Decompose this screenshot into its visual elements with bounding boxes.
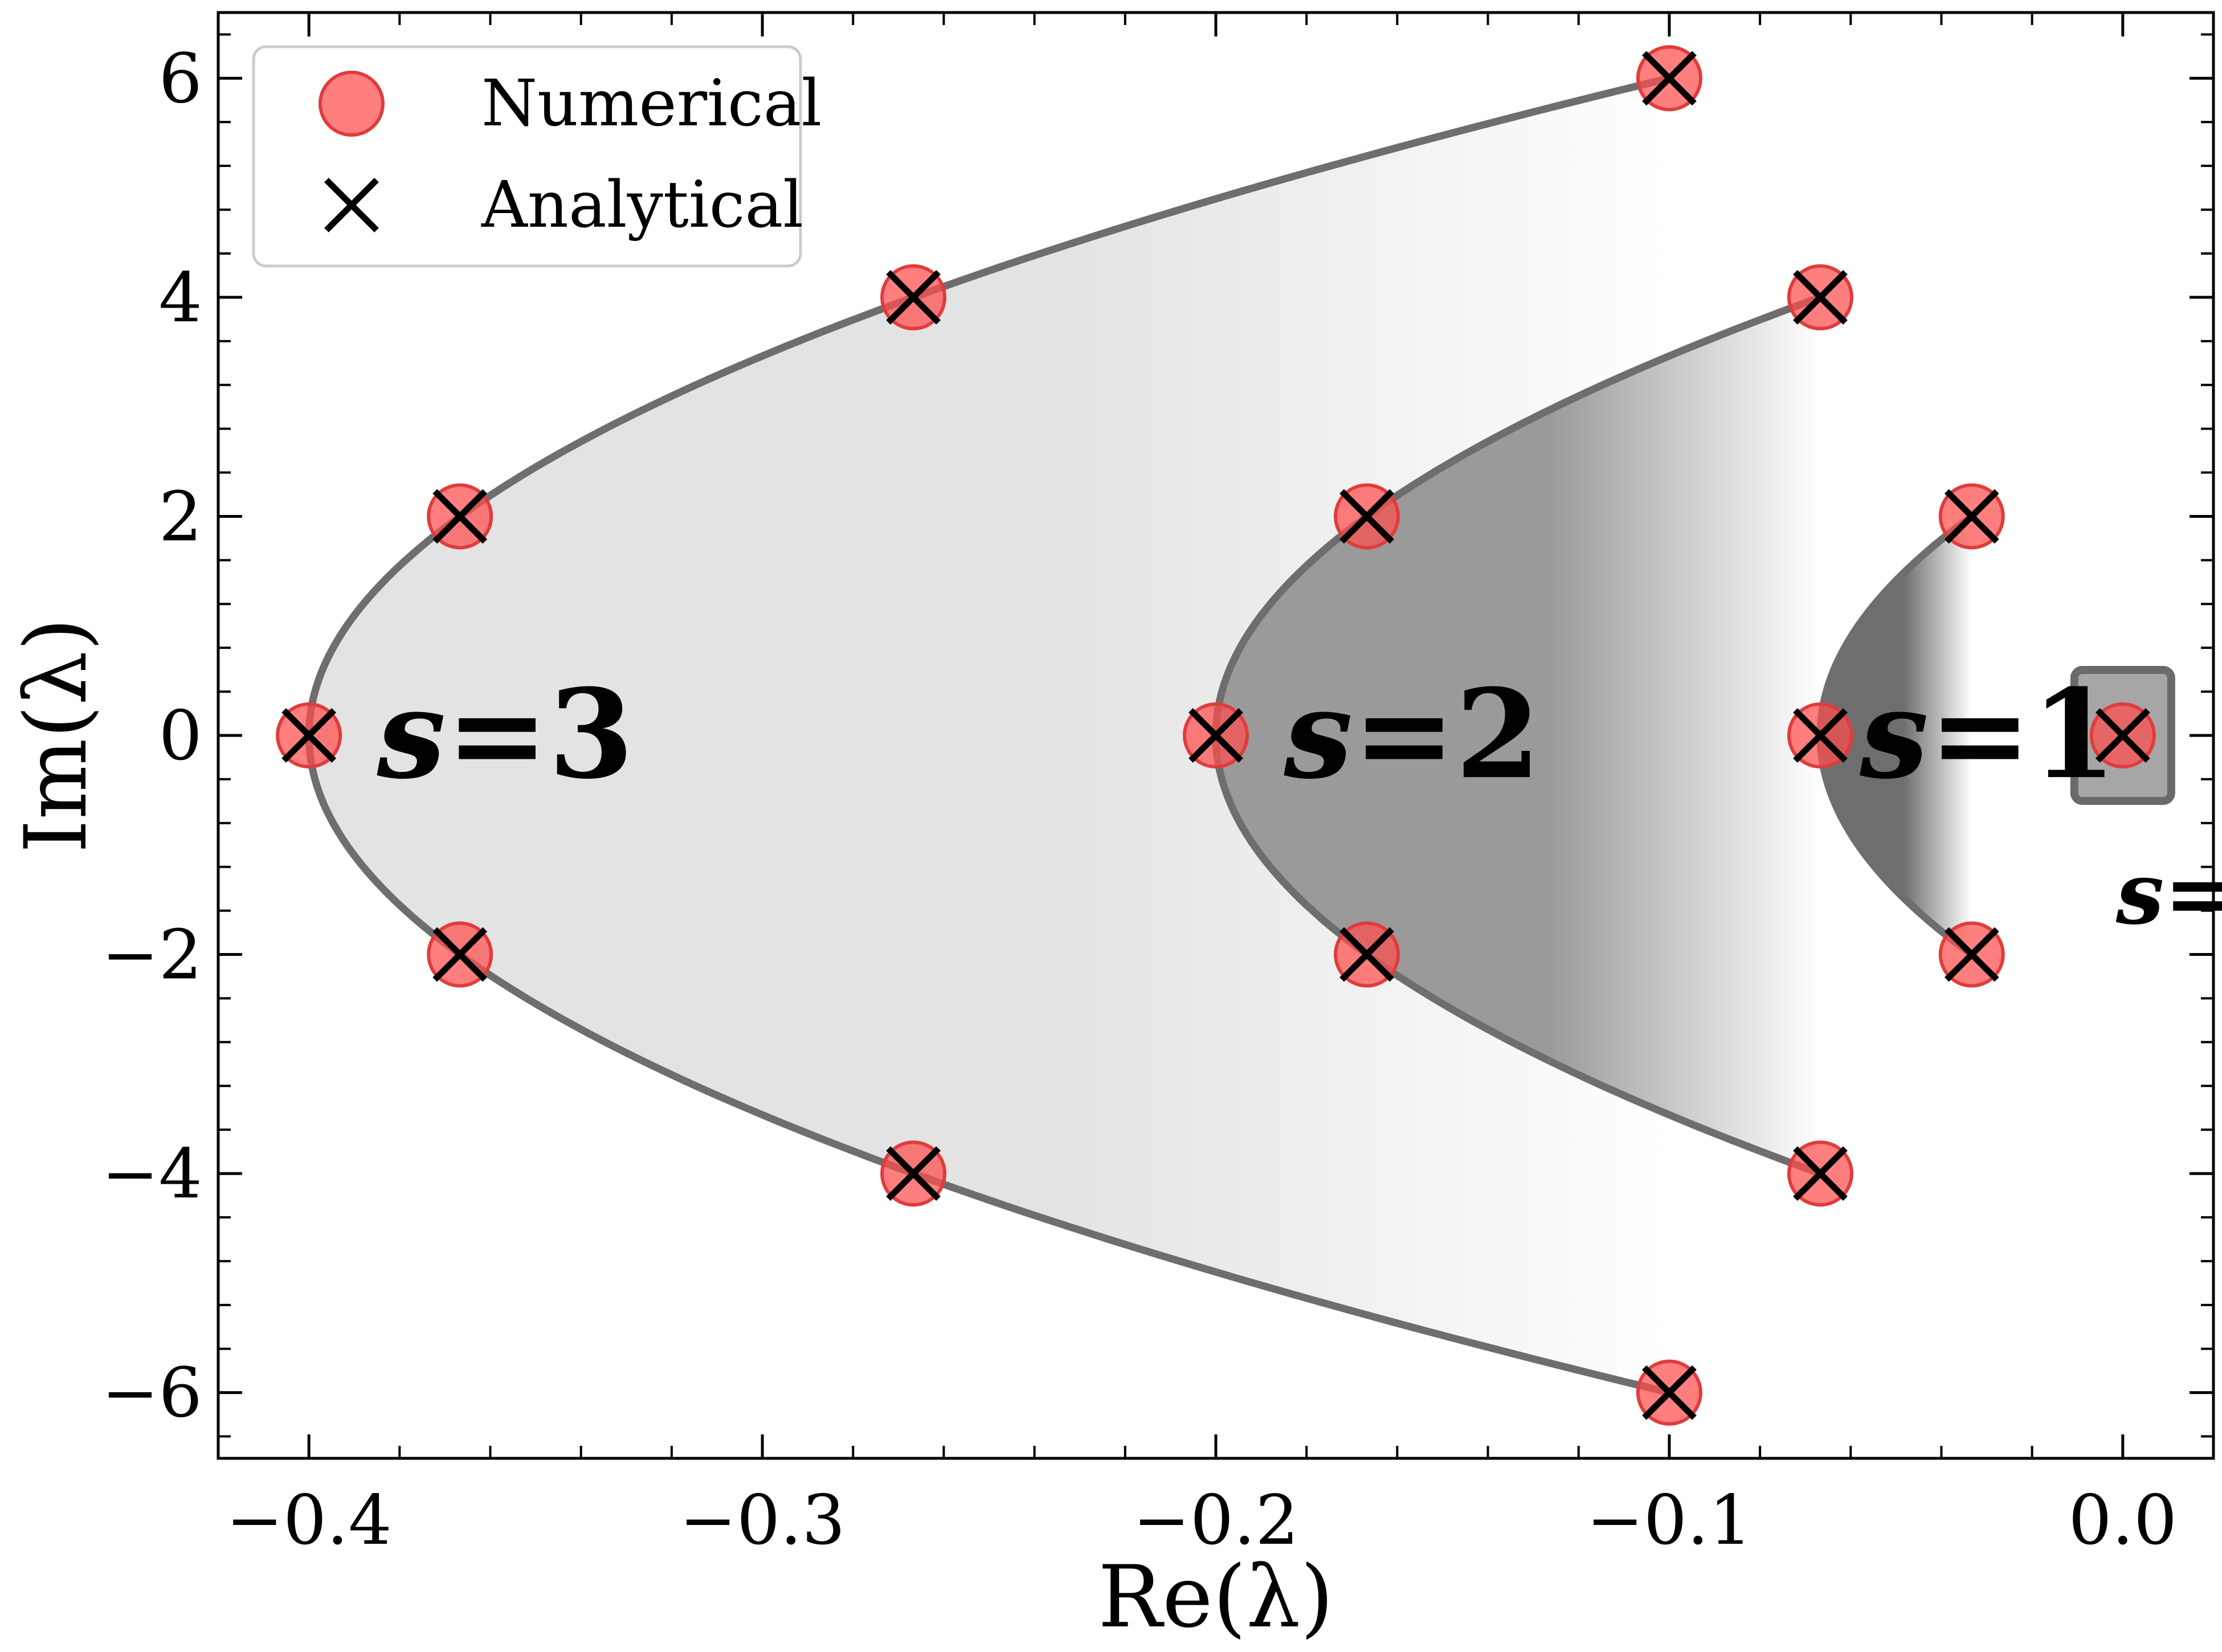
y-tick-label: −2 [101, 916, 202, 995]
annotation-eq: =1 [1929, 662, 2117, 806]
analytical-point [1339, 927, 1394, 982]
analytical-point [1793, 270, 1848, 325]
analytical-point [281, 708, 337, 763]
analytical-point [886, 270, 941, 325]
analytical-point [1793, 1146, 1848, 1201]
s-annotations: s=3s=2s=1s=0 [377, 662, 2222, 944]
y-tick-label: 4 [159, 259, 202, 338]
x-stroke [1944, 489, 1999, 544]
y-tick-label: 6 [159, 39, 202, 118]
analytical-point [1642, 51, 1697, 106]
x-axis-title: Re(λ) [1098, 1548, 1334, 1647]
x-stroke [1642, 1365, 1697, 1420]
x-stroke [432, 489, 488, 544]
legend-marker-numerical [318, 71, 385, 137]
analytical-point [1944, 927, 1999, 982]
analytical-point [432, 489, 488, 544]
x-stroke [1642, 51, 1697, 106]
y-tick-label: −4 [101, 1135, 202, 1214]
y-axis-title: Im(λ) [7, 618, 106, 853]
annotation-eq: =3 [446, 662, 634, 806]
x-tick-label: −0.4 [226, 1481, 391, 1560]
legend-label: Analytical [481, 168, 803, 242]
x-stroke [1793, 708, 1848, 763]
analytical-point [886, 1146, 941, 1201]
x-stroke [281, 708, 337, 763]
x-stroke [432, 927, 488, 982]
analytical-point [1642, 1365, 1697, 1420]
x-tick-label: −0.2 [1133, 1481, 1298, 1560]
x-stroke [886, 270, 941, 325]
x-stroke [1188, 708, 1243, 763]
annotation-var: s [377, 662, 446, 806]
x-stroke [1793, 1146, 1848, 1201]
legend-marker-analytical [324, 178, 379, 232]
y-tick-label: 2 [159, 477, 202, 557]
x-stroke [886, 1146, 941, 1201]
x-stroke [2095, 708, 2150, 763]
annotation-var: s [1859, 662, 1929, 806]
legend-box [252, 45, 802, 268]
analytical-point [432, 927, 488, 982]
annotation-s3: s=3 [377, 662, 634, 806]
x-stroke [1793, 270, 1848, 325]
data-points [276, 45, 2156, 1426]
x-tick-label: −0.1 [1586, 1481, 1752, 1560]
annotation-s1: s=1 [1859, 662, 2117, 806]
analytical-point [2095, 708, 2150, 763]
region-s2 [1216, 297, 1820, 1174]
analytical-point [1339, 489, 1394, 544]
y-tick-label: 0 [159, 697, 202, 776]
annotation-eq: =2 [1353, 662, 1541, 806]
x-tick-label: 0.0 [2068, 1481, 2177, 1560]
annotation-s0: s=0 [2115, 844, 2222, 944]
analytical-point [1188, 708, 1243, 763]
annotation-var: s [1283, 662, 1353, 806]
legend-label: Numerical [481, 67, 822, 141]
x-stroke [324, 178, 379, 232]
axes: −0.4 −0.3 −0.2 −0.1 0.0 −6 −4 −2 0 2 4 6Re(λ) Im(λ) [7, 11, 2215, 1647]
analytical-point [1944, 489, 1999, 544]
y-tick-label: −6 [101, 1354, 202, 1433]
x-stroke [1944, 927, 1999, 982]
x-tick-label: −0.3 [679, 1481, 845, 1560]
x-stroke [1339, 927, 1394, 982]
x-stroke [1339, 489, 1394, 544]
annotation-s2: s=2 [1283, 662, 1541, 806]
analytical-point [1793, 708, 1848, 763]
annotation-var: s [2115, 844, 2164, 944]
